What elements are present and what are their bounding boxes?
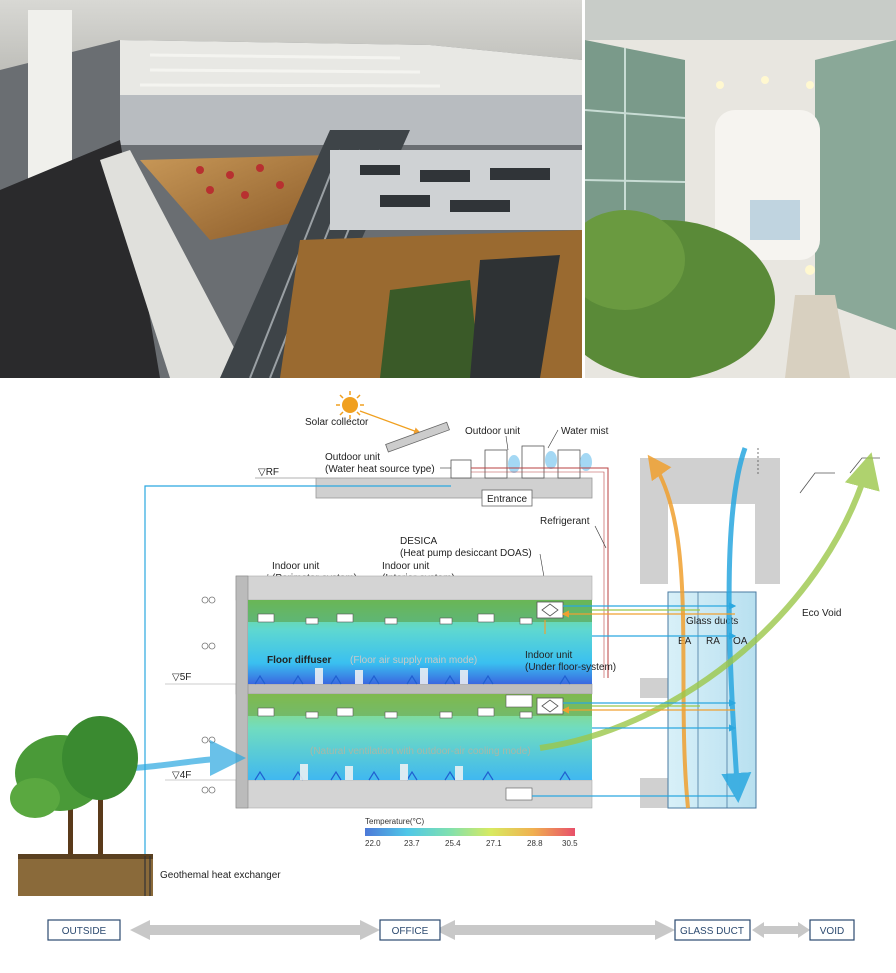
- ventilation-diagram: Entrance Solar collector Outdoor unit Wa…: [0, 378, 896, 968]
- zone-void-label: VOID: [820, 926, 844, 937]
- zone-bar: OUTSIDE OFFICE GLASS DUCT VOID: [47, 919, 855, 941]
- solar-collector-label: Solar collector: [305, 417, 369, 428]
- legend-ticks: 22.0 23.7 25.4 27.1 28.8 30.5: [365, 839, 578, 848]
- indoor-interior-label-1: Indoor unit: [382, 561, 429, 572]
- desica-unit-4f: [536, 697, 564, 715]
- eco-void-label: Eco Void: [802, 608, 841, 619]
- roof-slab: [315, 477, 593, 499]
- zone-void: [809, 919, 855, 941]
- svg-text:23.7: 23.7: [404, 839, 420, 848]
- indoor-underfloor-label-2: (Under floor-system): [525, 662, 616, 673]
- sun-icon: [336, 391, 364, 419]
- facade-openings: [201, 596, 216, 794]
- outdoor-unit-2: [521, 445, 545, 479]
- slab-5f: [235, 683, 593, 695]
- water-mist-label: Water mist: [561, 426, 609, 437]
- ra-label: RA: [706, 636, 720, 647]
- ceiling-indoor-units: [257, 613, 533, 719]
- legend-title: Temperature(°C): [365, 817, 425, 826]
- oa-label: OA: [733, 636, 748, 647]
- desica-label-1: DESICA: [400, 536, 438, 547]
- void-roof: [799, 472, 835, 494]
- facade-wall: [235, 575, 249, 809]
- refrigerant-line: [471, 467, 609, 678]
- slab-4f: [235, 779, 593, 809]
- svg-text:28.8: 28.8: [527, 839, 543, 848]
- eco-void-photo: [585, 0, 896, 378]
- indoor-underfloor-label-1: Indoor unit: [525, 650, 572, 661]
- level-4f: ▽4F: [172, 770, 191, 781]
- underfloor-indoor-unit: [505, 694, 533, 708]
- geothermal-line: [144, 485, 451, 878]
- zone-office-label: OFFICE: [392, 926, 429, 937]
- refrigerant-label: Refrigerant: [540, 516, 590, 527]
- svg-text:27.1: 27.1: [486, 839, 502, 848]
- svg-text:30.5: 30.5: [562, 839, 578, 848]
- underfloor-indoor-unit-4f: [505, 787, 533, 801]
- floor-diffuser-label: Floor diffuser: [267, 655, 332, 666]
- svg-text:22.0: 22.0: [365, 839, 381, 848]
- outdoor-unit-water: [450, 459, 472, 479]
- outdoor-unit-label: Outdoor unit: [465, 426, 520, 437]
- temperature-legend-bar: [365, 828, 575, 836]
- eco-void-airflow: [539, 452, 880, 751]
- outdoor-unit-1: [484, 449, 508, 479]
- floor-air-mode-label: (Floor air supply main mode): [350, 655, 477, 666]
- zone-glass-duct: [674, 919, 751, 941]
- trees-icon: [10, 716, 138, 858]
- outdoor-unit-water-label-1: Outdoor unit: [325, 452, 380, 463]
- svg-text:25.4: 25.4: [445, 839, 461, 848]
- slab-6f: [235, 575, 593, 601]
- desica-unit: [536, 601, 564, 619]
- return-ducts: [592, 609, 700, 707]
- water-mist-icon: [508, 451, 592, 473]
- zone-glass-duct-label: GLASS DUCT: [680, 926, 744, 937]
- entrance-box: [481, 489, 533, 507]
- natural-vent-label: (Natural ventilation with outdoor-air co…: [310, 746, 531, 757]
- floor-diffusers: [254, 674, 571, 781]
- zone-outside-label: OUTSIDE: [62, 926, 107, 937]
- outdoor-unit-water-label-2: (Water heat source type): [325, 464, 435, 475]
- level-rf: ▽RF: [258, 467, 279, 478]
- glass-ducts-label: Glass ducts: [686, 616, 738, 627]
- supply-ducts: [532, 602, 737, 797]
- zone-outside: [47, 919, 121, 941]
- zone-office: [379, 919, 441, 941]
- ground: [18, 856, 153, 896]
- entrance-label: Entrance: [487, 494, 527, 505]
- outdoor-unit-3: [557, 449, 581, 479]
- geothermal-label: Geothemal heat exchanger: [160, 870, 281, 881]
- level-5f: ▽5F: [172, 672, 191, 683]
- office-atrium-photo: [0, 0, 582, 378]
- indoor-perimeter-label-1: Indoor unit: [272, 561, 319, 572]
- occupants: [300, 668, 468, 780]
- desica-label-2: (Heat pump desiccant DOAS): [400, 548, 532, 559]
- exhaust-ducts: [544, 610, 735, 714]
- solar-collector: [385, 421, 450, 453]
